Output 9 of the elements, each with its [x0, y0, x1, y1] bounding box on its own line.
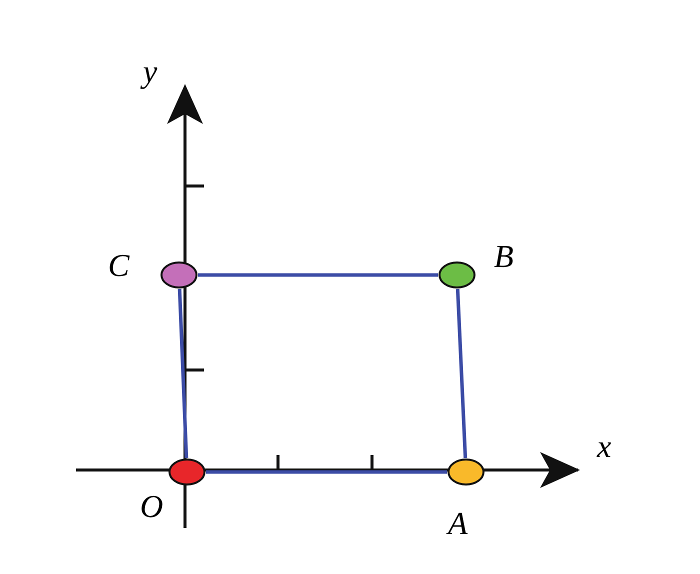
point-label: O — [140, 490, 164, 522]
point-label: C — [108, 249, 130, 281]
rectangle-side — [178, 288, 188, 458]
rectangle-side — [206, 470, 447, 474]
axis-label: x — [597, 430, 612, 462]
point-label: A — [448, 507, 468, 539]
point-label: B — [494, 240, 514, 272]
rectangle-side — [198, 273, 438, 277]
rectangle-side — [456, 288, 468, 458]
